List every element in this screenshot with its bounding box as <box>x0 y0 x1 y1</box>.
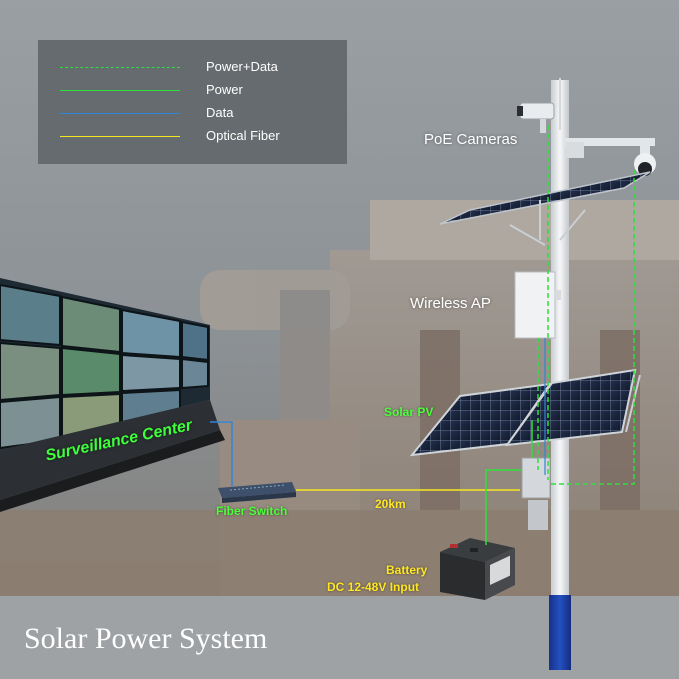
solar-pv-label: Solar PV <box>384 405 434 419</box>
dome-camera <box>634 146 656 176</box>
legend-line-dashed <box>60 67 180 68</box>
lower-solar-panels <box>409 368 641 457</box>
legend-label: Power+Data <box>206 59 278 74</box>
legend-line-solid <box>60 136 180 137</box>
battery-power-line <box>485 469 522 545</box>
fiber-switch-label: Fiber Switch <box>216 504 288 518</box>
distance-label: 20km <box>375 497 406 511</box>
data-link-line <box>210 421 233 486</box>
legend-item-power-data: Power+Data <box>38 58 347 78</box>
legend-line-solid <box>60 90 180 91</box>
legend-line-solid <box>60 113 180 114</box>
legend-label: Optical Fiber <box>206 128 280 143</box>
wireless-ap-box <box>514 271 561 339</box>
legend-item-optical-fiber: Optical Fiber <box>38 127 347 147</box>
upper-solar-panel <box>439 171 651 246</box>
bullet-camera <box>517 102 555 133</box>
solar-pole <box>549 78 655 670</box>
battery-input-label: DC 12-48V Input <box>327 580 420 594</box>
legend-panel: Power+Data Power Data Optical Fiber <box>38 40 347 164</box>
legend-item-power: Power <box>38 81 347 101</box>
legend-label: Power <box>206 82 243 97</box>
battery-label: Battery <box>386 563 428 577</box>
charge-controller <box>521 457 551 530</box>
dome-poe-line <box>548 170 635 485</box>
legend-item-data: Data <box>38 104 347 124</box>
fiber-switch-device <box>218 482 296 503</box>
connection-lines <box>210 125 635 545</box>
wireless-ap-label: Wireless AP <box>410 295 491 312</box>
legend-label: Data <box>206 105 234 120</box>
battery-device <box>440 538 515 600</box>
footer-title: Solar Power System <box>24 622 268 655</box>
video-wall <box>0 278 225 512</box>
poe-cameras-label: PoE Cameras <box>424 131 518 148</box>
